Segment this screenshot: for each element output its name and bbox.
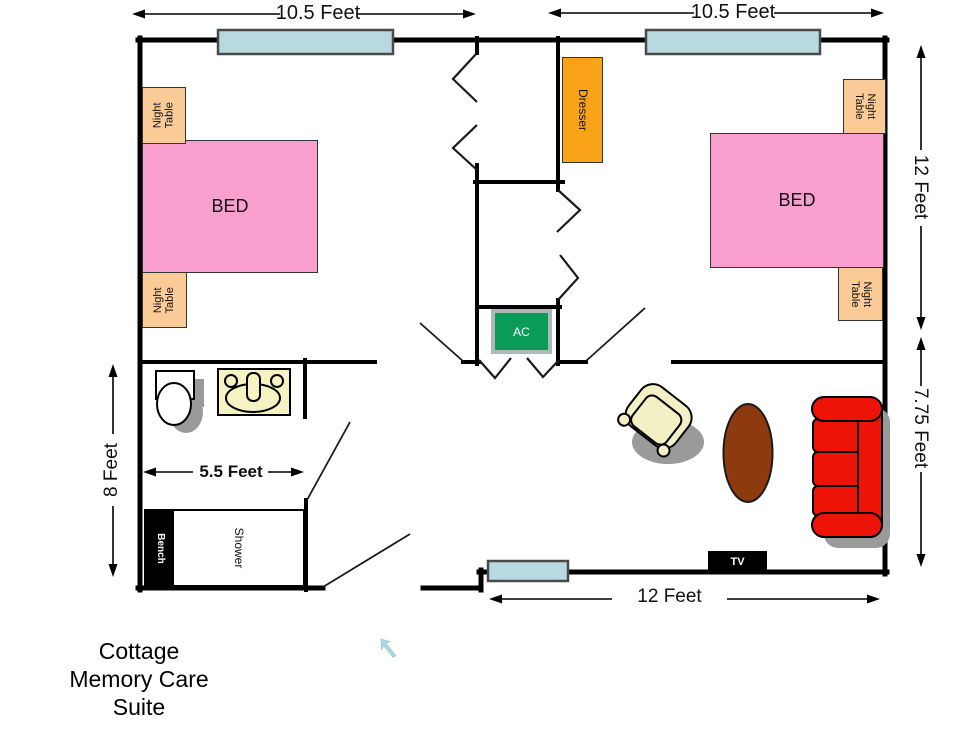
shower-floor: Shower (174, 511, 303, 585)
plan-title-line1: Cottage (98, 638, 180, 664)
armchair (617, 383, 693, 458)
door-swing-lines (306, 307, 646, 588)
dresser-label: Dresser (575, 88, 590, 132)
dimension-label-shower-width: 5.5 Feet (199, 462, 263, 481)
bed-left: BED (142, 140, 318, 273)
cursor-icon (380, 638, 397, 658)
night-table-label: Night Table (852, 93, 877, 120)
sofa (811, 396, 890, 548)
shower: Bench Shower (144, 509, 305, 587)
windows (216, 28, 822, 583)
dimension-label-living-room-depth: 7.75 Feet (910, 387, 931, 469)
dimension-label-bedroom-depth: 12 Feet (910, 154, 931, 220)
sofa-arm-top (811, 396, 883, 422)
window-bottom (486, 559, 570, 583)
plan-title-line2: Memory Care (69, 666, 209, 692)
coffee-table (722, 403, 774, 503)
night-table-right-top: Night Table (843, 79, 886, 134)
night-table-label: Night Table (152, 286, 177, 314)
bed-right: BED (710, 133, 884, 268)
sink-knob-right (270, 374, 284, 388)
tv: TV (708, 551, 767, 572)
sofa-arm-bottom (811, 512, 883, 538)
night-table-right-bottom: Night Table (838, 267, 883, 321)
sink-knob-left (224, 374, 238, 388)
tv-label: TV (730, 555, 745, 568)
bench-label: Bench (154, 532, 166, 564)
sink (217, 368, 291, 416)
shower-bench: Bench (146, 511, 174, 585)
sofa-cushion (812, 451, 864, 487)
bed-right-label: BED (778, 190, 816, 210)
sofa-cushion (812, 485, 864, 517)
sink-faucet (246, 372, 261, 402)
sofa-cushion (812, 418, 864, 453)
ac-label: AC (513, 324, 530, 339)
night-table-left-bottom: Night Table (142, 272, 187, 328)
dimension-label-bathroom-depth: 8 Feet (101, 443, 122, 497)
dimension-arrows (108, 8, 926, 604)
night-table-label: Night Table (848, 280, 873, 308)
dimension-label-bedroom-right-width: 10.5 Feet (690, 1, 776, 23)
dimension-label-living-room-width: 12 Feet (637, 586, 702, 607)
closet-door-chevrons (451, 52, 582, 301)
night-table-label: Night Table (151, 102, 176, 129)
shower-label: Shower (231, 527, 246, 569)
plan-title: Cottage Memory Care Suite (30, 637, 248, 721)
dimension-label-bedroom-left-width: 10.5 Feet (275, 2, 361, 24)
ac-unit: AC (491, 309, 552, 354)
plan-title-line3: Suite (112, 694, 166, 720)
entry-door-marks (478, 357, 560, 380)
dresser: Dresser (562, 57, 603, 163)
toilet (155, 370, 204, 433)
window-top-right (644, 28, 822, 56)
window-top-left (216, 28, 395, 56)
night-table-left-top: Night Table (142, 87, 186, 144)
toilet-bowl (156, 382, 192, 426)
bed-left-label: BED (211, 196, 249, 216)
